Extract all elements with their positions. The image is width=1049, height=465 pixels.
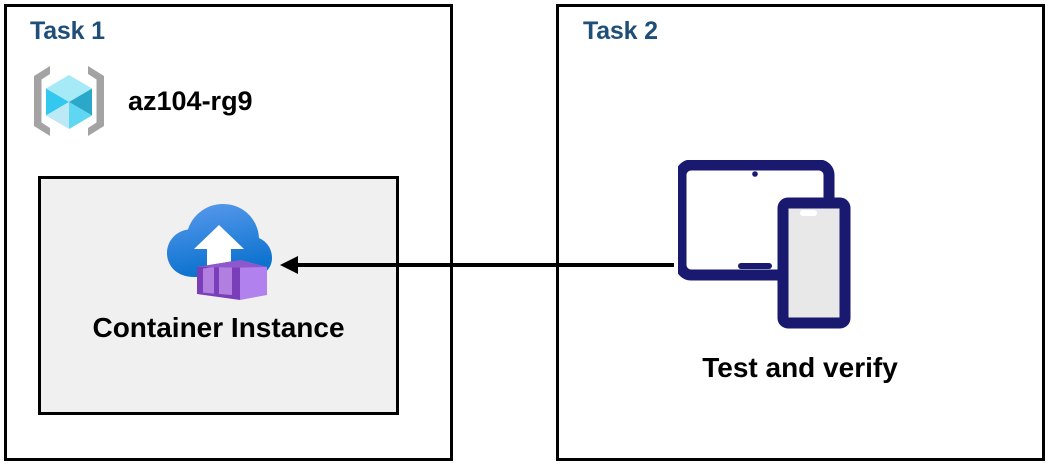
panel-task2 [556,4,1045,461]
resource-group-row: az104-rg9 [30,62,253,140]
container-instance-card: Container Instance [38,176,399,415]
panel-task1-title: Task 1 [30,17,105,45]
panel-task2-title: Task 2 [583,17,658,45]
resource-group-label: az104-rg9 [128,85,253,116]
panel-task1 [4,4,453,461]
devices-test-label: Test and verify [702,352,898,383]
resource-group-icon [30,62,108,140]
container-instance-label: Container Instance [92,312,345,343]
